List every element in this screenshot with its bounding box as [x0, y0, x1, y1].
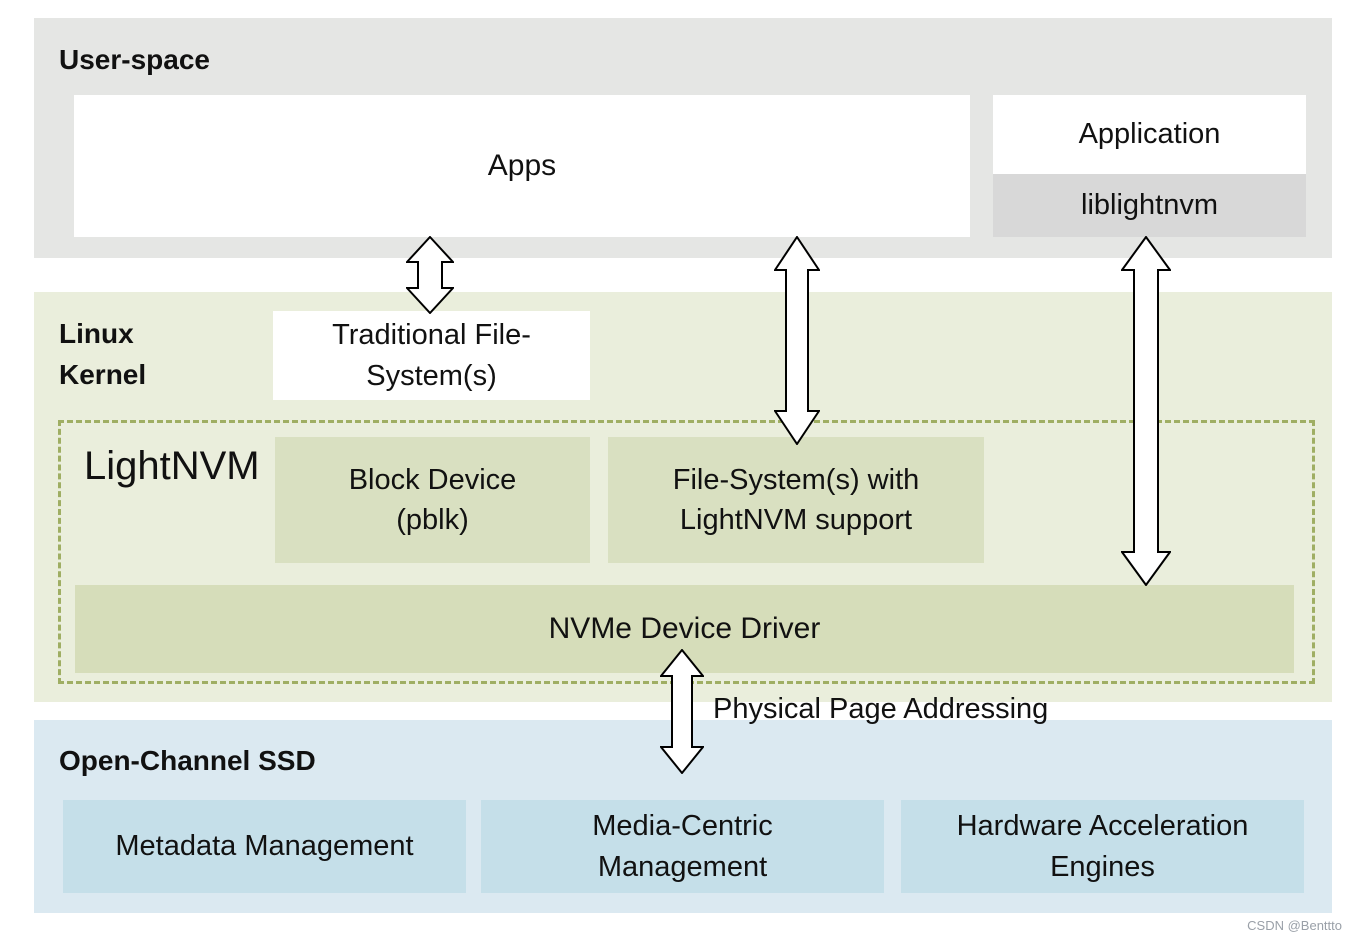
double-arrow-apps-fs-lightnvm-icon	[774, 236, 820, 445]
open-channel-ssd-label: Open-Channel SSD	[59, 745, 316, 776]
block-device-pblk-box: Block Device (pblk)	[275, 437, 590, 563]
nvme-device-driver-label: NVMe Device Driver	[548, 612, 821, 646]
double-arrow-nvme-driver-ssd-icon	[660, 649, 704, 774]
block-device-pblk-label: Block Device (pblk)	[348, 463, 517, 536]
media-centric-management-box: Media-Centric Management	[481, 800, 884, 893]
traditional-filesystem-box: Traditional File- System(s)	[273, 311, 590, 400]
lightnvm-label: LightNVM	[84, 444, 260, 488]
liblightnvm-box: liblightnvm	[993, 174, 1306, 237]
apps-label: Apps	[487, 149, 557, 183]
application-box: Application	[993, 95, 1306, 174]
traditional-filesystem-label: Traditional File- System(s)	[332, 319, 531, 392]
physical-page-addressing-label: Physical Page Addressing	[713, 693, 1049, 725]
userspace-label: User-space	[59, 44, 210, 75]
filesystem-lightnvm-support-box: File-System(s) with LightNVM support	[608, 437, 984, 563]
hardware-acceleration-engines-box: Hardware Acceleration Engines	[901, 800, 1304, 893]
double-arrow-apps-traditional-fs-icon	[406, 236, 454, 314]
watermark: CSDN @Benttto	[1247, 918, 1342, 933]
application-label: Application	[1078, 118, 1221, 151]
hardware-acceleration-engines-label: Hardware Acceleration Engines	[956, 810, 1249, 883]
apps-box: Apps	[74, 95, 970, 237]
liblightnvm-label: liblightnvm	[1081, 189, 1218, 222]
metadata-management-label: Metadata Management	[115, 830, 414, 863]
metadata-management-box: Metadata Management	[63, 800, 466, 893]
linux-kernel-label: Linux Kernel	[59, 318, 147, 390]
media-centric-management-label: Media-Centric Management	[592, 810, 773, 883]
filesystem-lightnvm-support-label: File-System(s) with LightNVM support	[672, 463, 920, 536]
double-arrow-liblightnvm-nvme-driver-icon	[1121, 236, 1171, 586]
